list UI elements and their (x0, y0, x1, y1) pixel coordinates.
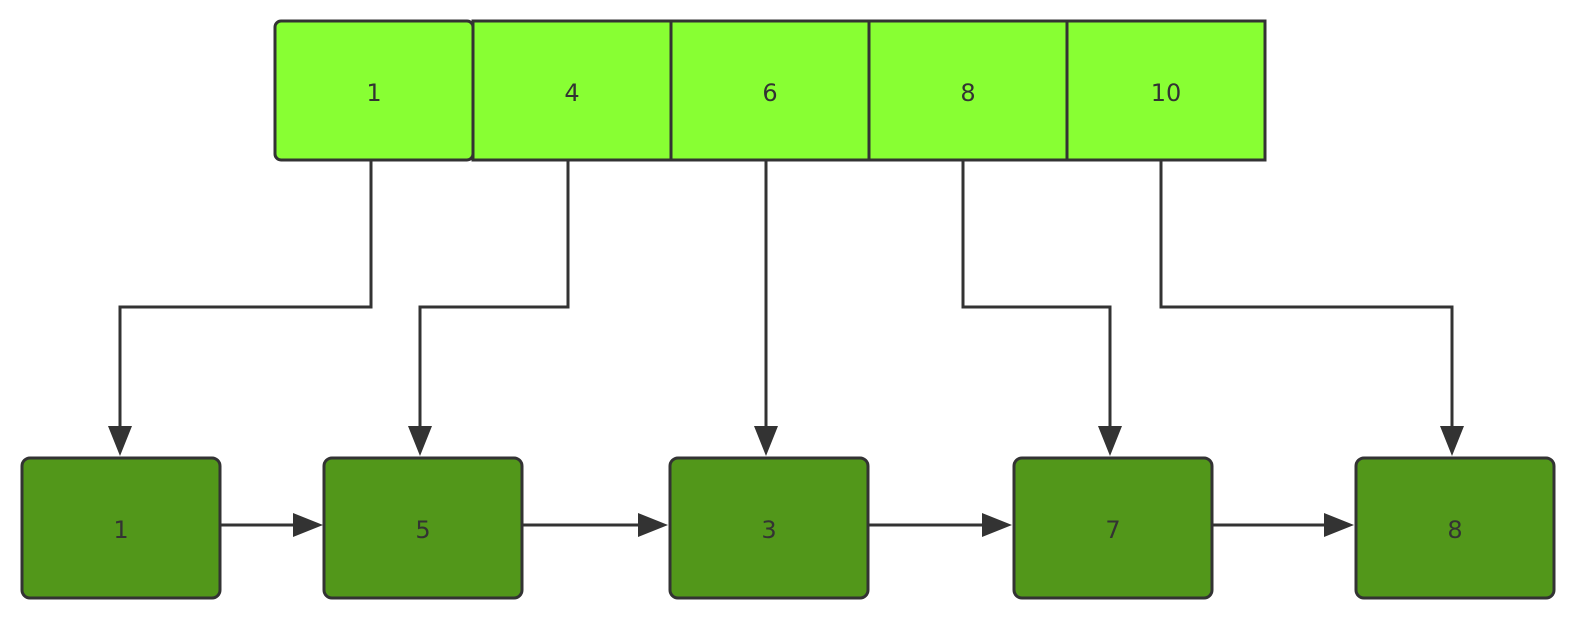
list-node: 1 (20, 456, 222, 600)
index-cell: 4 (471, 19, 673, 162)
list-node-label: 8 (1447, 516, 1462, 544)
index-cell: 1 (273, 19, 475, 162)
index-array: 1 4 6 8 10 (273, 19, 1267, 162)
list-node-label: 5 (415, 516, 430, 544)
index-cell-label: 4 (564, 79, 579, 107)
list-node-label: 1 (113, 516, 128, 544)
index-cell-label: 6 (762, 79, 777, 107)
list-node-label: 7 (1105, 516, 1120, 544)
link-arrowhead-3 (982, 513, 1012, 537)
arrowhead-down-node-8-last (1440, 426, 1464, 456)
index-cell: 10 (1065, 19, 1267, 162)
connector-index-10-to-node-8 (1159, 160, 1454, 426)
list-node: 5 (322, 456, 524, 600)
index-cell: 6 (669, 19, 871, 162)
link-arrowhead-2 (638, 513, 668, 537)
index-cell-label: 1 (366, 79, 381, 107)
link-arrowhead-1 (293, 513, 323, 537)
connector-index-8-to-node-7 (961, 160, 1112, 426)
link-arrowhead-4 (1324, 513, 1354, 537)
connector-index-1-to-node-1 (118, 160, 373, 426)
index-cell-label: 10 (1151, 79, 1182, 107)
list-node: 3 (668, 456, 870, 600)
list-node: 7 (1012, 456, 1214, 600)
arrowhead-down-node-7 (1098, 426, 1122, 456)
list-node-label: 3 (761, 516, 776, 544)
linked-list: 1 5 3 7 8 (20, 456, 1556, 600)
arrowhead-down-node-5 (408, 426, 432, 456)
arrowhead-down-node-3 (754, 426, 778, 456)
list-node: 8 (1354, 456, 1556, 600)
connector-index-4-to-node-5 (418, 160, 570, 426)
index-cell-label: 8 (960, 79, 975, 107)
index-cell: 8 (867, 19, 1069, 162)
arrowhead-down-node-1 (108, 426, 132, 456)
